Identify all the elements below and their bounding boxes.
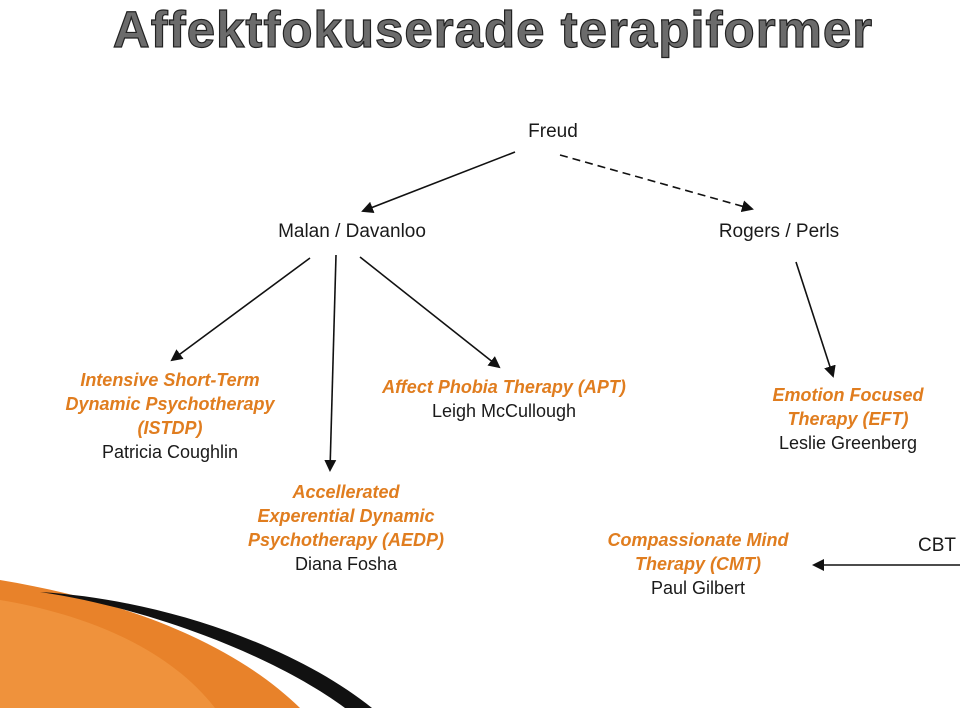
arrow-rogers-to-eft — [795, 261, 836, 378]
aedp-line-1: Accellerated — [292, 482, 400, 502]
node-apt: Affect Phobia Therapy (APT) Leigh McCull… — [350, 375, 658, 423]
cmt-person: Paul Gilbert — [650, 578, 746, 598]
arrow-malan-to-istdp — [170, 257, 311, 362]
istdp-line-2: Dynamic Psychotherapy — [65, 394, 275, 414]
page-title-text: Affektfokuserade terapiformer — [113, 1, 873, 58]
apt-line-1: Affect Phobia Therapy (APT) — [382, 377, 626, 397]
eft-line-1: Emotion Focused — [772, 385, 924, 405]
istdp-line-3: (ISTDP) — [137, 418, 203, 438]
node-eft: Emotion Focused Therapy (EFT) Leslie Gre… — [740, 383, 956, 455]
node-rogers-perls: Rogers / Perls — [718, 221, 840, 242]
apt-person: Leigh McCullough — [431, 401, 577, 421]
node-aedp: Accellerated Experential Dynamic Psychot… — [215, 480, 477, 576]
eft-line-2: Therapy (EFT) — [787, 409, 909, 429]
cmt-line-2: Therapy (CMT) — [635, 554, 761, 574]
arrow-freud-to-malan — [361, 151, 516, 213]
eft-person: Leslie Greenberg — [778, 433, 918, 453]
node-cmt: Compassionate Mind Therapy (CMT) Paul Gi… — [585, 528, 811, 600]
swoosh-dark-stroke — [40, 592, 372, 708]
aedp-line-3: Psychotherapy (AEDP) — [247, 530, 445, 550]
node-malan-davanloo: Malan / Davanloo — [278, 221, 426, 242]
node-istdp: Intensive Short-Term Dynamic Psychothera… — [40, 368, 300, 464]
node-freud: Freud — [528, 121, 578, 142]
arrow-freud-to-rogers-dashed — [559, 154, 754, 213]
node-cbt: CBT — [918, 535, 956, 556]
aedp-person: Diana Fosha — [294, 554, 398, 574]
aedp-line-2: Experential Dynamic — [257, 506, 435, 526]
arrow-malan-to-apt — [359, 256, 501, 369]
istdp-person: Patricia Coughlin — [101, 442, 239, 462]
swoosh-orange-highlight — [0, 600, 215, 708]
page-title: Affektfokuserade terapiformer — [112, 0, 873, 58]
istdp-line-1: Intensive Short-Term — [80, 370, 260, 390]
cmt-line-1: Compassionate Mind — [607, 530, 789, 550]
arrow-malan-to-aedp — [324, 254, 337, 472]
